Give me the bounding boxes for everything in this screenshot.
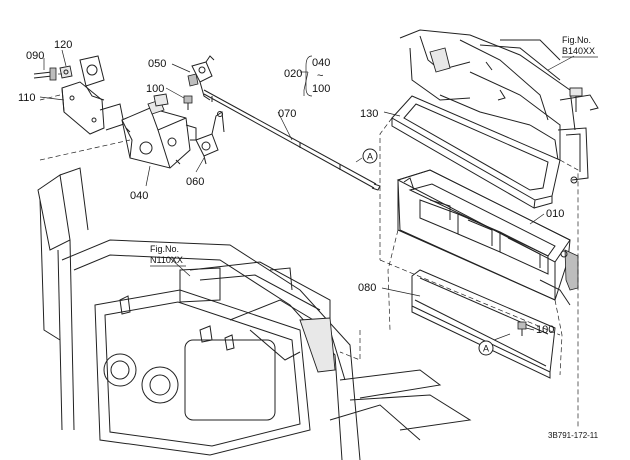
figure-ref-n110xx: Fig.No. N110XX — [150, 244, 186, 267]
screw-090 — [33, 67, 57, 81]
nut-120 — [59, 65, 73, 79]
lever-arm-060 — [195, 111, 225, 165]
rod-070 — [203, 89, 381, 191]
figure-ref-b140xx: Fig.No. B140XX — [562, 35, 598, 58]
actuator-motor-040 — [121, 93, 197, 169]
range-bracket — [305, 55, 313, 97]
callout-100-range: 100 — [312, 83, 330, 95]
drawing-code: 3B791-172-11 — [548, 431, 599, 440]
callout-010: 010 — [546, 208, 564, 220]
callout-110: 110 — [18, 92, 36, 104]
reference-mark-a-lower: A — [478, 340, 494, 356]
leader-lines — [39, 49, 575, 341]
svg-text:A: A — [367, 152, 373, 162]
cab-roof-structure — [399, 29, 599, 184]
callout-100-bottom: 100 — [536, 324, 554, 336]
callout-040: 040 — [130, 190, 148, 202]
callout-100-top: 100 — [146, 83, 164, 95]
assembly-lines — [39, 73, 579, 428]
range-symbol: ~ — [317, 70, 323, 82]
bracket-110 — [61, 55, 125, 135]
callout-020: 020 — [284, 68, 302, 80]
lever-050 — [187, 55, 215, 101]
callout-050: 050 — [148, 58, 166, 70]
callout-130: 130 — [360, 108, 378, 120]
cab-frame-structure — [37, 167, 472, 460]
callout-080: 080 — [358, 282, 376, 294]
screw-100-bottom — [517, 321, 527, 336]
callout-060: 060 — [186, 176, 204, 188]
callout-120: 120 — [54, 39, 72, 51]
svg-text:N110XX: N110XX — [150, 255, 183, 265]
reference-mark-a-upper: A — [362, 148, 378, 164]
callout-090: 090 — [26, 50, 44, 62]
gasket-frame-130 — [391, 95, 561, 209]
callout-070: 070 — [278, 108, 296, 120]
housing-010 — [396, 169, 579, 306]
svg-text:Fig.No.: Fig.No. — [150, 244, 179, 254]
svg-text:B140XX: B140XX — [562, 46, 595, 56]
callout-040-range: 040 — [312, 57, 330, 69]
svg-text:A: A — [483, 344, 489, 354]
callout-labels: 090 120 110 050 100 040 060 070 020 040 … — [18, 39, 564, 336]
svg-text:Fig.No.: Fig.No. — [562, 35, 591, 45]
screw-100-top — [183, 95, 193, 110]
